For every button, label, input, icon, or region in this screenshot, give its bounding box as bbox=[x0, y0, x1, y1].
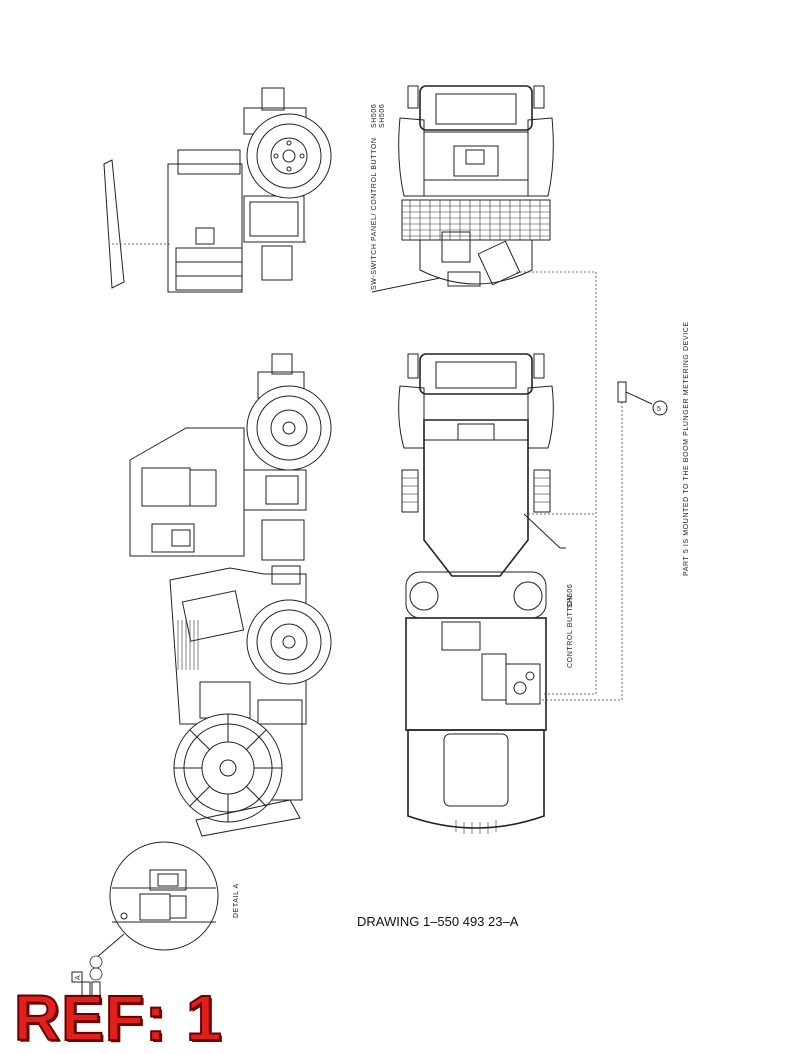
sh506-callout-upper-a: SH506 bbox=[371, 104, 378, 128]
drawing-number: DRAWING 1–550 493 23–A bbox=[357, 914, 519, 929]
side-view-lower bbox=[129, 353, 332, 837]
side-view-upper bbox=[103, 87, 332, 293]
part-5-note: PART 5 IS MOUNTED TO THE BOOM PLUNGER ME… bbox=[683, 321, 690, 576]
detail-a-marker: A bbox=[75, 975, 82, 980]
sh506-callout-upper-b: SH506 bbox=[379, 104, 386, 128]
ref-label: REF: 1 bbox=[13, 982, 223, 1054]
detail-a-view bbox=[71, 841, 219, 997]
control-button-callout: CONTROL BUTTON bbox=[567, 595, 574, 668]
detail-a-label: DETAIL A bbox=[233, 883, 240, 918]
plan-view-upper bbox=[371, 85, 597, 695]
switch-panel-callout: SW-SWITCH PANEL/ CONTROL BUTTON bbox=[371, 137, 378, 290]
part-5-device bbox=[617, 381, 627, 403]
plan-view-lower bbox=[398, 353, 653, 834]
svg-text:5: 5 bbox=[657, 406, 662, 413]
sh506-callout-lower: SH506 bbox=[567, 584, 574, 608]
balloon-5: 5 bbox=[652, 400, 668, 416]
